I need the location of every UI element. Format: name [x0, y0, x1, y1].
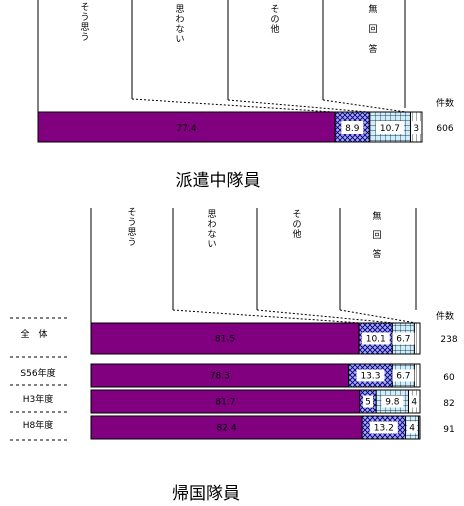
data-label-2: 9.8: [385, 398, 400, 408]
data-label-1: 8.9: [345, 124, 360, 134]
data-label-bg-2: [392, 332, 415, 345]
data-label-1: 10.7: [380, 124, 400, 134]
connector-line-1: [131, 98, 335, 113]
svg-text:そ: そ: [292, 209, 301, 220]
data-label-bg-2: [381, 395, 404, 408]
svg-text:無: 無: [372, 210, 381, 222]
svg-text:回: 回: [368, 24, 377, 35]
data-label-2: 82.4: [217, 424, 237, 434]
svg-text:の: の: [292, 220, 301, 230]
svg-text:い: い: [207, 240, 216, 250]
data-label-bg-2: [369, 421, 398, 434]
column-header-2: その他: [292, 209, 301, 240]
count-header-2: 件数: [436, 310, 454, 322]
chart-title-2: 帰国隊員: [172, 484, 240, 504]
category-label: 全 体: [20, 328, 47, 340]
data-label-2: 81.5: [215, 335, 235, 345]
connector-line-2: [172, 309, 362, 324]
svg-text:う: う: [127, 217, 136, 228]
svg-text:な: な: [207, 229, 216, 240]
chart-title-1: 派遣中隊員: [176, 171, 261, 191]
bar-segment-1: [37, 111, 336, 143]
svg-text:思: 思: [80, 22, 89, 33]
data-label-2: 13.2: [374, 424, 394, 434]
svg-text:そ: そ: [80, 2, 89, 13]
data-label-2: 6.7: [396, 335, 410, 345]
count-value-2: 238: [440, 335, 457, 345]
svg-text:回: 回: [372, 230, 381, 241]
svg-text:う: う: [127, 237, 136, 248]
data-label-bg-1: [411, 121, 422, 134]
count-value-2: 82: [443, 399, 454, 409]
data-label-2: 81.7: [215, 398, 235, 408]
svg-text:わ: わ: [207, 219, 216, 230]
data-label-2: 4: [411, 398, 417, 408]
data-label-bg-2: [409, 395, 420, 408]
bar-segment-2: [90, 322, 360, 355]
data-label-1: 77.4: [177, 124, 197, 134]
count-header-1: 件数: [436, 97, 454, 109]
bar-segment-2: [413, 322, 421, 355]
data-label-bg-2: [356, 369, 385, 382]
count-value-2: 91: [443, 425, 454, 435]
svg-text:無: 無: [368, 3, 377, 15]
connector-line-1: [227, 99, 369, 113]
svg-text:答: 答: [368, 43, 377, 55]
column-header-1: 無回答: [368, 3, 377, 55]
data-label-bg-1: [375, 121, 404, 134]
column-header-1: その他: [270, 4, 279, 35]
svg-text:の: の: [270, 15, 279, 25]
svg-text:そ: そ: [127, 207, 136, 218]
count-value-2: 60: [443, 373, 455, 383]
svg-text:う: う: [80, 32, 89, 43]
category-label: S56年度: [20, 367, 55, 379]
data-label-2: 13.3: [360, 372, 380, 382]
svg-text:い: い: [175, 35, 184, 45]
data-label-bg-2: [407, 421, 418, 434]
bar-segment-2: [418, 415, 421, 440]
category-label: H3年度: [23, 393, 54, 405]
svg-text:思: 思: [127, 227, 136, 238]
count-value-1: 606: [436, 124, 453, 134]
bar-segment-2: [413, 363, 421, 388]
connector-line-2: [339, 309, 417, 324]
data-label-2: 10.1: [366, 335, 386, 345]
data-label-bg-2: [361, 332, 390, 345]
column-header-2: 無回答: [372, 210, 381, 260]
svg-text:そ: そ: [270, 4, 279, 15]
svg-text:他: 他: [270, 23, 279, 35]
data-label-2: 4: [409, 424, 415, 434]
data-label-2: 5: [365, 398, 371, 408]
svg-text:う: う: [80, 12, 89, 23]
data-label-bg-2: [392, 369, 415, 382]
svg-text:答: 答: [372, 248, 381, 260]
data-label-bg-1: [341, 121, 364, 134]
svg-text:思: 思: [207, 209, 216, 220]
connector-line-1: [322, 99, 407, 113]
category-label: H8年度: [23, 419, 54, 431]
svg-text:他: 他: [292, 228, 301, 240]
connector-line-2: [256, 309, 395, 324]
svg-text:わ: わ: [175, 14, 184, 25]
data-label-2: 6.7: [396, 372, 410, 382]
data-label-2: 78.3: [210, 372, 230, 382]
svg-text:な: な: [175, 24, 184, 35]
data-label-1: 3: [413, 124, 419, 134]
data-label-bg-2: [363, 395, 374, 408]
svg-text:思: 思: [175, 4, 184, 15]
